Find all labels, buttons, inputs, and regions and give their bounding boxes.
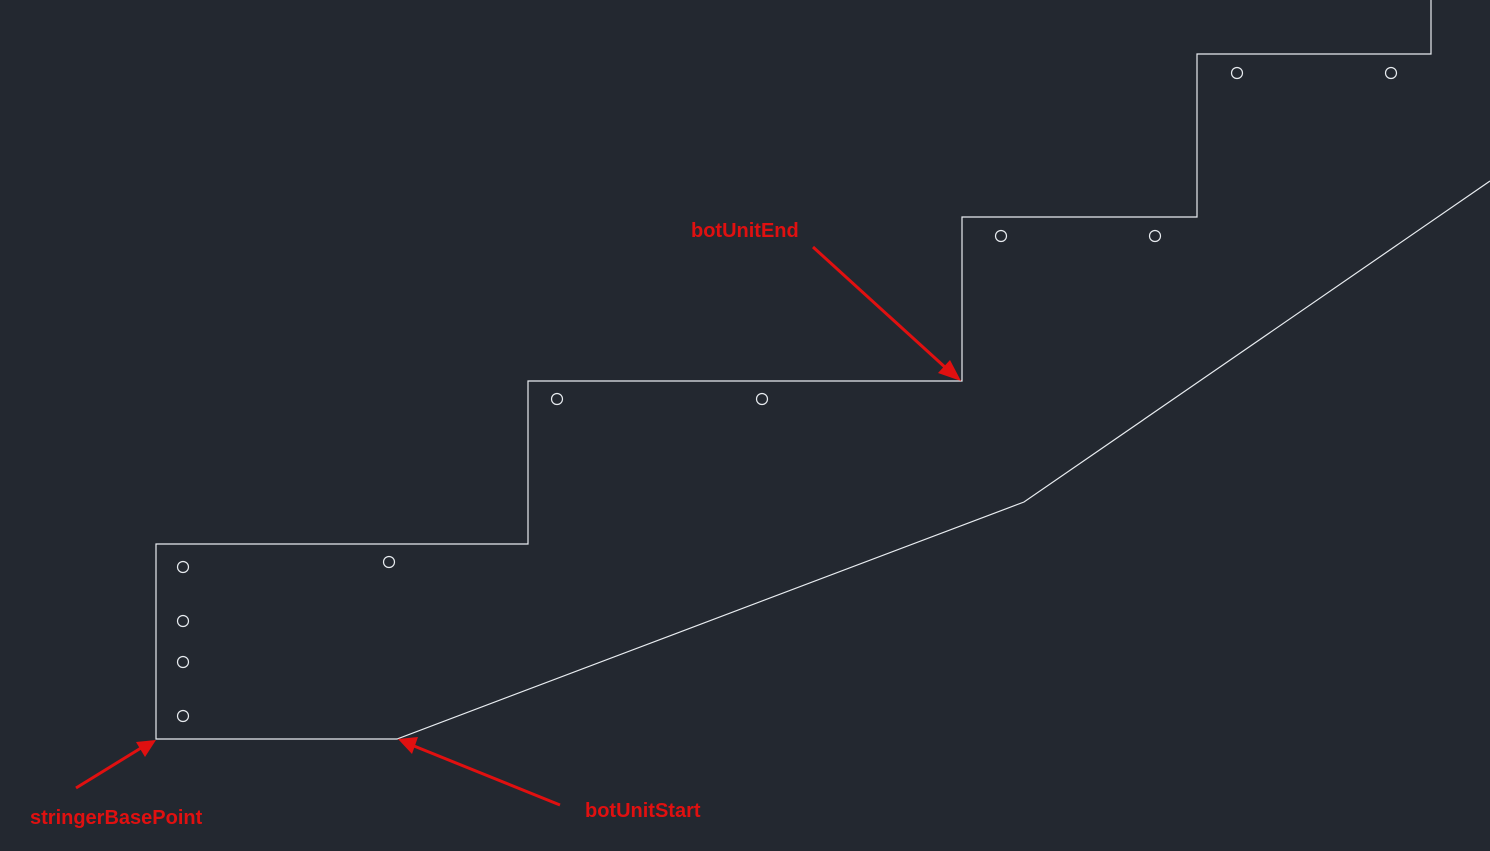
label-bot-unit-start: botUnitStart (585, 800, 701, 822)
arrow-head (398, 737, 418, 754)
bolt-hole (176, 709, 190, 723)
bolt-hole (1384, 66, 1398, 80)
arrow-head (136, 740, 156, 757)
bolt-hole (176, 560, 190, 574)
annotation-stringer-base-point: stringerBasePoint (30, 740, 203, 829)
bolt-hole (1148, 229, 1162, 243)
bolt-hole (1230, 66, 1244, 80)
annotation-bot-unit-end: botUnitEnd (691, 220, 961, 381)
label-stringer-base-point: stringerBasePoint (30, 807, 203, 829)
annotation-bot-unit-start: botUnitStart (398, 737, 701, 822)
bolt-hole (994, 229, 1008, 243)
bolt-hole (550, 392, 564, 406)
label-bot-unit-end: botUnitEnd (691, 220, 799, 242)
bolt-holes (176, 66, 1398, 723)
arrow-head (938, 360, 961, 381)
arrow-line (811, 245, 949, 371)
bolt-hole (176, 614, 190, 628)
bolt-hole (755, 392, 769, 406)
bolt-hole (176, 655, 190, 669)
stringer-outline (155, 0, 1490, 740)
bolt-hole (382, 555, 396, 569)
arrow-line (75, 746, 142, 790)
arrow-line (413, 744, 561, 807)
